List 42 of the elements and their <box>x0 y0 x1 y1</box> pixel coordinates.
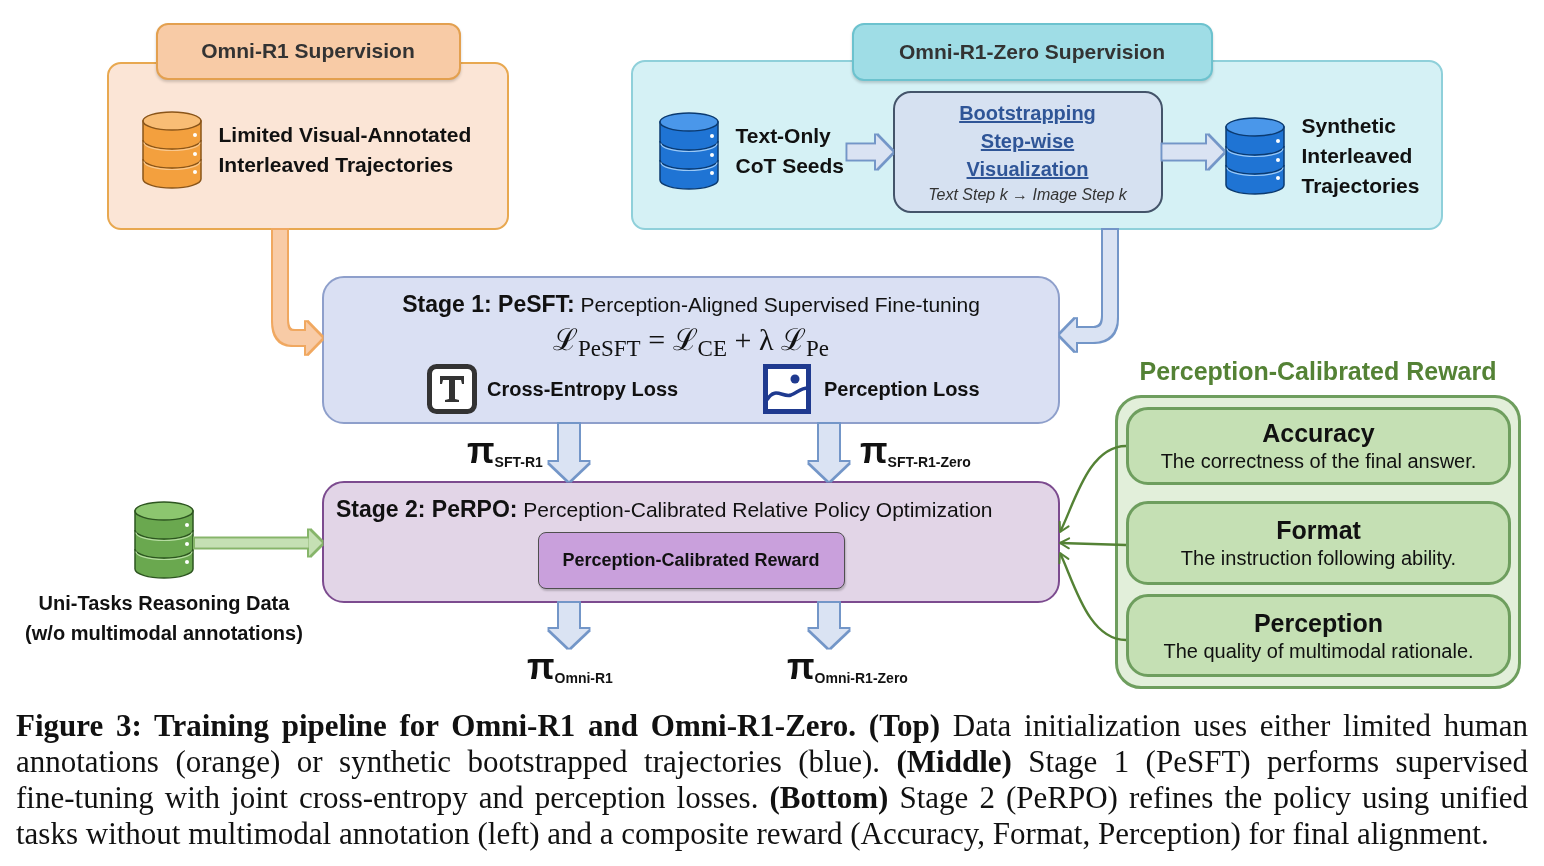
arrow <box>1058 552 1127 642</box>
block-arrow <box>549 603 589 648</box>
process-box <box>892 90 1163 213</box>
stage-heading: Stage 2: PeRPO: Perception-Calibrated Relative Policy Optimization <box>336 495 993 524</box>
data-label: Synthetic Interleaved Trajectories <box>1301 112 1421 199</box>
block-arrow <box>549 424 589 481</box>
panel-heading: Perception-Calibrated Reward <box>1139 356 1497 386</box>
stage-heading: Stage 1: PeSFT: Perception-Aligned Supervised Fine-tuning <box>402 290 980 319</box>
process-note: Text Step k → Image Step k <box>928 184 1127 205</box>
panel-tab: Omni-R1-Zero Supervision <box>851 22 1213 81</box>
policy-label: π$_{Omni-R1}$ <box>527 648 613 693</box>
reward-module: Perception-Calibrated Reward <box>537 531 845 589</box>
block-arrow <box>273 230 322 355</box>
data-label: Limited Visual-Annotated Interleaved Trajectories <box>218 121 473 178</box>
reward-item <box>1126 407 1511 485</box>
reward-title: Format <box>1276 515 1361 545</box>
reward-item <box>1126 594 1511 677</box>
data-label: Text-Only CoT Seeds <box>735 122 846 179</box>
node-caption: Uni-Tasks Reasoning Data (w/o multimodal annotations) <box>24 591 304 646</box>
reward-description: The instruction following ability. <box>1180 546 1457 571</box>
block-arrow <box>1060 230 1117 352</box>
reward-title: Accuracy <box>1262 418 1375 448</box>
reward-description: The correctness of the final answer. <box>1160 449 1477 474</box>
arrow <box>1058 444 1127 533</box>
stage-box <box>322 276 1060 424</box>
loss-formula: ℒ$_{PeSFT}$ = ℒ$_{CE}$ + λ ℒ$_{Pe}$ <box>553 322 829 361</box>
process-title: Bootstrapping Step-wise Visualization <box>958 100 1097 182</box>
loss-label: Cross-Entropy Loss <box>487 377 679 401</box>
stage-box <box>322 481 1060 603</box>
reward-title: Perception <box>1253 607 1384 638</box>
block-arrow <box>847 135 893 169</box>
block-arrow <box>195 529 322 557</box>
loss-label: Perception Loss <box>824 377 980 401</box>
block-arrow <box>809 603 849 648</box>
panel-tab: Omni-R1 Supervision <box>155 22 461 80</box>
figure-caption: Figure 3: Training pipeline for Omni-R1 and Omni-R1-Zero. (Top) Data initialization uses either limited human annotations (orange) or synthetic bootstrapped trajectories (blue). (Middle) Stage 1 (PeSFT) performs supervised fine-tuning with joint cross-entropy and perception losses. (Bottom) Stage 2 (PeRPO) refines the policy using unified tasks without multimodal annotation (left) and a composite reward (Accuracy, Format, Perception) for final alignment. <box>16 708 1528 852</box>
reward-item <box>1126 501 1511 585</box>
policy-label: π$_{Omni-R1-Zero}$ <box>787 648 908 693</box>
block-arrow <box>809 424 849 481</box>
arrow <box>1059 537 1127 550</box>
block-arrow <box>1162 135 1224 169</box>
reward-description: The quality of multimodal rationale. <box>1163 638 1474 664</box>
